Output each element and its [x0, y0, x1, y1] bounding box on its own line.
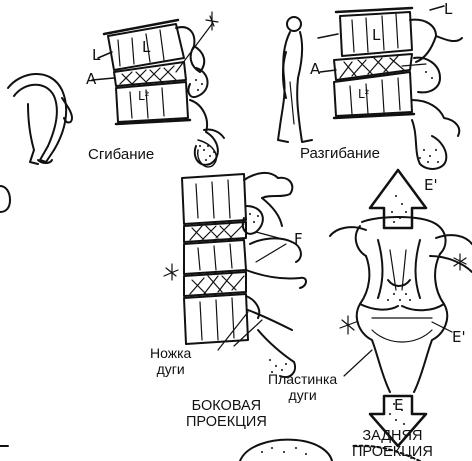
bending-figure — [8, 74, 72, 164]
caption-lateral-view-line2: ПРОЕКЦИЯ — [186, 414, 267, 430]
partial-oval — [240, 440, 332, 461]
marker-l-extension: L — [444, 2, 452, 17]
standing-figure — [278, 17, 312, 142]
marker-a-flexion: A — [86, 72, 96, 87]
caption-lateral-view-line1: БОКОВАЯ — [186, 398, 267, 414]
marker-l2-extension: L² — [358, 88, 370, 100]
caption-lamina: Пластинка дуги — [268, 372, 337, 403]
marker-l-flexion: L — [92, 48, 100, 63]
caption-extension: Разгибание — [300, 146, 380, 161]
caption-posterior-view-line1: ЗАДНЯЯ — [352, 428, 433, 444]
marker-e-bottom: E — [394, 398, 403, 413]
caption-flexion: Сгибание — [88, 147, 154, 162]
caption-pedicle-line1: Ножка — [150, 346, 191, 362]
marker-e-top: E' — [424, 178, 438, 193]
marker-e-right: E' — [452, 330, 466, 345]
caption-lamina-line2: дуги — [268, 388, 337, 404]
marker-l2-flexion: L² — [138, 90, 150, 102]
marker-a-extension: A — [310, 62, 320, 77]
marker-l1-flexion: L — [142, 40, 150, 55]
caption-lamina-line1: Пластинка — [268, 372, 337, 388]
partial-oval-dots — [261, 447, 307, 455]
caption-pedicle: Ножка дуги — [150, 346, 191, 377]
marker-f-lateral: F — [294, 232, 303, 247]
marker-l1-extension: L — [372, 28, 380, 43]
flexion-vertebrae-drawing — [92, 12, 224, 167]
cut-off-shape — [0, 186, 10, 212]
caption-lateral-view: БОКОВАЯ ПРОЕКЦИЯ — [186, 398, 267, 430]
caption-posterior-view: ЗАДНЯЯ ПРОЕКЦИЯ — [352, 428, 433, 460]
caption-posterior-view-line2: ПРОЕКЦИЯ — [352, 444, 433, 460]
caption-pedicle-line2: дуги — [150, 362, 191, 378]
